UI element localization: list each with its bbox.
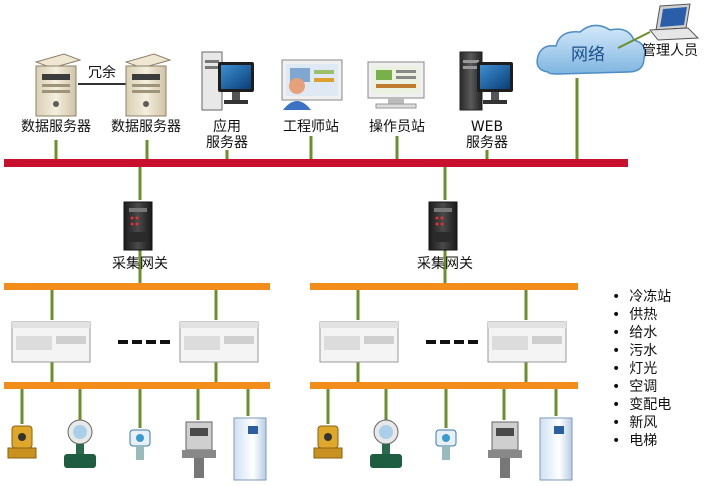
- controller-connectors: [20, 290, 558, 428]
- subsystem-item: 新风: [612, 414, 657, 432]
- admin-laptop-icon: [649, 3, 700, 41]
- app-server-label-line1: 应用: [213, 119, 241, 135]
- engineer-station-label: 工程师站: [283, 119, 339, 135]
- subsystem-item: 冷冻站: [612, 288, 671, 306]
- operator-station-label: 操作员站: [369, 119, 425, 135]
- subsystem-item: 变配电: [612, 396, 671, 414]
- application-server-icon: [201, 51, 254, 111]
- flowmeter-icon: [370, 419, 402, 468]
- operator-station-icon: [367, 61, 425, 109]
- data-server-1-icon: [34, 53, 82, 117]
- subsystem-item: 空调: [612, 378, 657, 396]
- subsystem-item: 供热: [612, 306, 657, 324]
- controller-1-icon: [11, 321, 91, 363]
- gateway-1-label: 采集网关: [112, 256, 168, 272]
- backbone-bus: [4, 159, 628, 167]
- web-server-label-line2: 服务器: [466, 135, 508, 151]
- admin-label: 管理人员: [642, 43, 698, 59]
- network-label: 网络: [571, 45, 605, 65]
- inverter-cabinet-icon: [233, 417, 267, 481]
- ellipsis-dashes: [118, 340, 478, 344]
- gateway-1-icon: [123, 201, 153, 251]
- controller-4-icon: [487, 321, 567, 363]
- engineer-station-icon: [281, 59, 343, 110]
- top-connectors: [54, 78, 579, 284]
- subsystem-item: 灯光: [612, 360, 657, 378]
- redundancy-label: 冗余: [88, 65, 116, 81]
- field-devices-right: [313, 417, 573, 481]
- meter-icon: [488, 421, 522, 478]
- data-server-2-icon: [124, 53, 172, 117]
- controller-icons: [11, 321, 567, 363]
- field-devices-left: [7, 417, 267, 481]
- valve-actuator-icon: [7, 425, 37, 459]
- inverter-cabinet-icon: [539, 417, 573, 481]
- subsystem-item: 污水: [612, 342, 657, 360]
- valve-actuator-icon: [313, 425, 343, 459]
- gateway-2-label: 采集网关: [417, 256, 473, 272]
- data-server-1-label: 数据服务器: [21, 119, 91, 135]
- subsystem-item: 给水: [612, 324, 657, 342]
- gateway-2-icon: [428, 201, 458, 251]
- transmitter-icon: [129, 429, 151, 460]
- field-buses: [4, 283, 578, 389]
- app-server-label-line2: 服务器: [206, 135, 248, 151]
- data-server-2-label: 数据服务器: [111, 119, 181, 135]
- controller-2-icon: [179, 321, 259, 363]
- network-cloud-icon: [536, 24, 646, 75]
- web-server-label-line1: WEB: [470, 119, 504, 135]
- meter-icon: [182, 421, 216, 478]
- web-server-icon: [459, 51, 513, 111]
- subsystem-item: 电梯: [612, 432, 657, 450]
- flowmeter-icon: [64, 419, 96, 468]
- transmitter-icon: [435, 429, 457, 460]
- controller-3-icon: [319, 321, 399, 363]
